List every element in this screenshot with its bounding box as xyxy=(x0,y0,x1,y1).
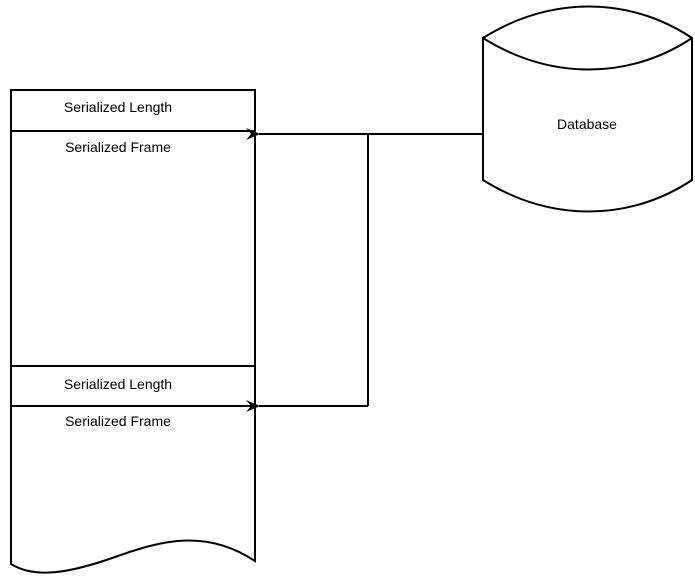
record-2-length-label: Serialized Length xyxy=(64,376,172,392)
stream-container xyxy=(10,89,256,574)
record-1-frame-label: Serialized Frame xyxy=(65,139,171,155)
database-cylinder-top-rim xyxy=(482,37,693,71)
record-1-length-label: Serialized Length xyxy=(64,99,172,115)
database-label: Database xyxy=(557,116,617,132)
record-2-frame-label: Serialized Frame xyxy=(65,413,171,429)
database-cylinder xyxy=(482,5,693,213)
